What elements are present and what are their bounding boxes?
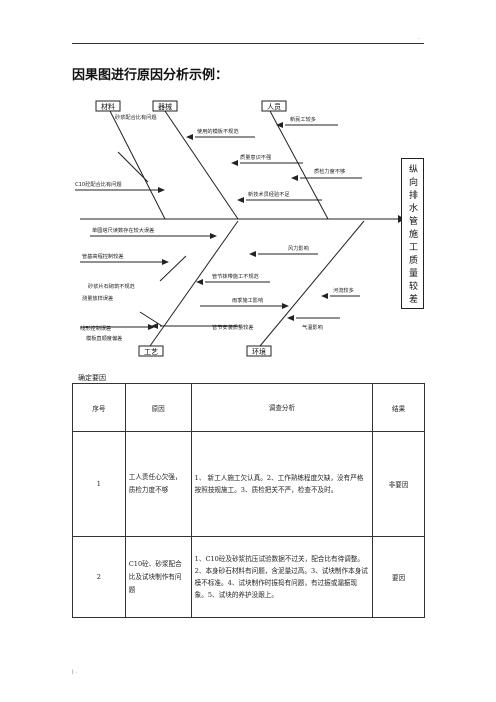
col-header-analysis: 调查分析 <box>190 383 374 432</box>
bone-process <box>149 220 239 347</box>
category-process: 工艺 <box>144 348 158 356</box>
row-no: 1 <box>72 431 126 537</box>
effect-box: 纵向排水管施工质量较差 <box>401 158 424 309</box>
cause-quality-awareness: 质量意识不强 <box>240 153 271 161</box>
category-box-process <box>138 345 164 357</box>
bone-materials <box>109 110 166 220</box>
col-header-cause: 原因 <box>124 383 192 432</box>
cause-line-mortar <box>117 151 149 183</box>
row-analysis: 1、 新工人施工欠认真。2、工作熟练程度欠缺，没有严格按照技规施工。3、质检把关… <box>190 431 374 537</box>
cause-measure-layout: 测量放样误差 <box>82 294 113 302</box>
cause-table: 序号 原因 调查分析 结果 1 工人责任心欠强，质检力度不够 1、 新工人施工欠… <box>72 383 425 618</box>
cause-template-use: 使用的模板不规范 <box>197 127 239 135</box>
cause-template-vertical: 模板直顺度偏差 <box>86 334 122 342</box>
table-row: 2 C10砼、砂浆配合比及试块制作有问题 1、C10砼及砂浆抗压试验数据不过关，… <box>72 536 425 618</box>
category-box-materials <box>95 100 121 112</box>
category-box-environment <box>246 345 272 357</box>
cause-elevation-control: 管基高程控制较差 <box>82 252 124 260</box>
category-environment: 环境 <box>252 347 266 356</box>
header-rule <box>72 43 424 44</box>
cause-river-flow: 河流较多 <box>333 286 354 294</box>
cause-mortar-mix: 砂浆配合比有问题 <box>115 113 157 121</box>
row-no: 2 <box>72 536 126 618</box>
row-result: 非要因 <box>372 431 425 537</box>
cause-migrant-workers: 新民工较多 <box>290 115 316 123</box>
cause-arrowheads <box>148 122 328 330</box>
table-row: 1 工人责任心欠强，质检力度不够 1、 新工人施工欠认真。2、工作熟练程度欠缺，… <box>72 431 425 537</box>
row-cause-text: 工人责任心欠强，质检力度不够 <box>128 473 182 494</box>
cause-sand-stone: 砂浆片石砌筑不规范 <box>88 282 135 290</box>
cause-alignment: 线形控制误差 <box>80 324 111 332</box>
category-machines: 器械 <box>158 102 172 111</box>
cause-rain-season: 雨季施工影响 <box>232 296 263 304</box>
category-people: 人员 <box>267 103 281 111</box>
footer-mark: | . <box>72 669 77 675</box>
cause-new-tech: 新技术员经验不足 <box>248 190 290 198</box>
cause-c10-mix: C10砼配合比有问题 <box>75 180 122 188</box>
bone-environment <box>259 220 365 347</box>
cause-tower-reading: 单圆塔尺读数存在较大误差 <box>92 226 154 234</box>
category-box-people <box>261 100 287 112</box>
col-header-result: 结果 <box>372 383 425 432</box>
section-label: 确定要因 <box>78 374 106 382</box>
bone-machines <box>164 110 239 220</box>
effect-label: 纵向排水管施工质量较差 <box>407 164 417 307</box>
bone-people <box>269 110 329 220</box>
page-title: 因果图进行原因分析示例： <box>72 68 229 83</box>
col-header-no: 序号 <box>72 383 126 432</box>
row-cause-text: C10砼、砂浆配合比及试块制作有问题 <box>128 559 182 594</box>
row-analysis: 1、C10砼及砂浆抗压试验数据不过关，配合比有待调整。2、本身砂石材料有问题，含… <box>190 536 374 618</box>
cause-pipe-install: 管节安装质量较差 <box>212 323 254 331</box>
cause-temperature: 气温影响 <box>302 323 323 331</box>
header-corner-mark: . <box>418 35 420 41</box>
category-materials: 材料 <box>101 102 115 111</box>
cause-pipe-joint: 管节抹带施工不规范 <box>212 272 259 280</box>
row-result: 要因 <box>372 536 425 618</box>
table-header-row: 序号 原因 调查分析 结果 <box>72 383 425 432</box>
cause-wind: 风力影响 <box>288 244 309 252</box>
category-box-machines <box>152 100 178 112</box>
cause-inspection: 质检力度不够 <box>314 167 346 175</box>
row-cause: 工人责任心欠强，质检力度不够 <box>124 431 192 537</box>
row-cause: C10砼、砂浆配合比及试块制作有问题 <box>124 536 192 618</box>
